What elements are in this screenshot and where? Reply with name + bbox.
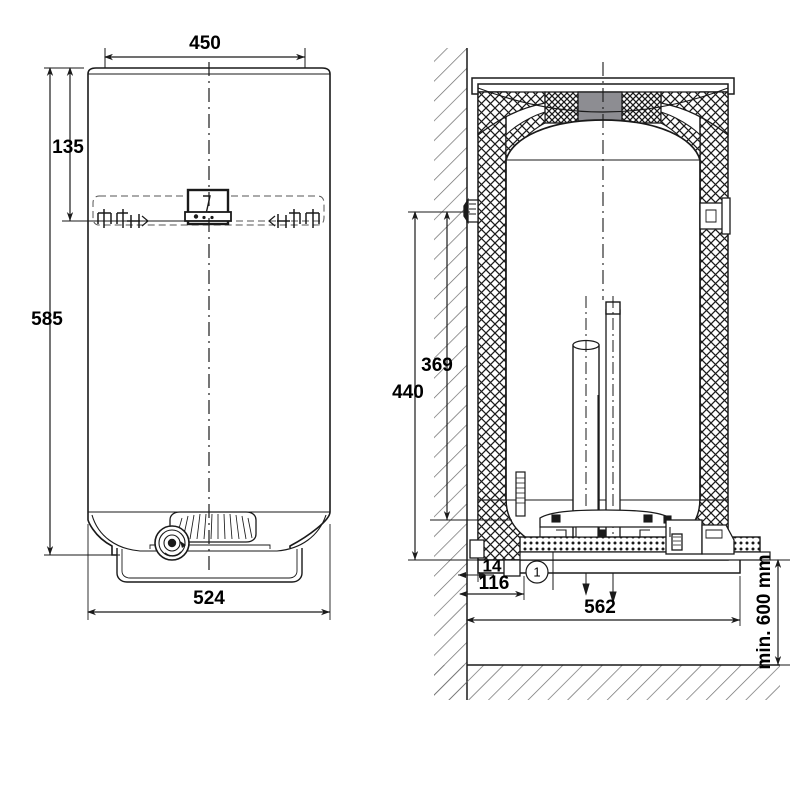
dimension-585-label: 585	[31, 309, 63, 330]
dimension-440: 440	[392, 211, 480, 561]
dimension-450: 450	[104, 33, 305, 61]
tank-top-cover	[471, 77, 735, 113]
dimension-116-label: 116	[479, 573, 510, 594]
front-bracket-hardware-left	[97, 209, 149, 228]
section-view: 369 440 14 116 1	[392, 48, 790, 700]
dimension-524-label: 524	[193, 588, 225, 609]
internal-anode-rod	[597, 296, 621, 556]
dimension-562: 562	[466, 576, 741, 626]
front-control-knob[interactable]	[154, 525, 190, 561]
front-center-connector	[184, 188, 232, 226]
front-grille-panel	[169, 511, 257, 543]
dimension-440-label: 440	[392, 382, 424, 403]
dimension-562-label: 562	[584, 597, 616, 618]
dimension-369-label: 369	[421, 355, 453, 376]
dimension-min-600-label: min. 600 mm	[754, 554, 775, 669]
side-connector-block	[699, 197, 731, 235]
inner-tank-vessel	[505, 119, 701, 549]
front-body-outline	[87, 67, 331, 556]
tank-cap-plug	[577, 91, 623, 124]
balloon-callout-1-label: 1	[533, 564, 540, 579]
bottom-left-stud	[515, 471, 526, 517]
front-bracket-hardware-right	[268, 209, 320, 228]
dimension-585: 585	[31, 67, 120, 556]
dimension-135-label: 135	[52, 137, 84, 158]
dimension-116: 116	[459, 573, 525, 600]
front-view: 450 135 585 524	[31, 33, 331, 620]
wall-hook-upper	[463, 197, 479, 225]
dimension-14: 14	[458, 556, 502, 582]
dimension-min-600: min. 600 mm	[700, 554, 790, 670]
dimension-450-label: 450	[189, 33, 221, 54]
floor-masonry	[434, 664, 780, 700]
balloon-callout-1: 1	[525, 560, 549, 584]
section-leader-ticks	[552, 552, 617, 604]
dimension-524: 524	[87, 524, 331, 620]
dimension-14-label: 14	[483, 556, 502, 575]
